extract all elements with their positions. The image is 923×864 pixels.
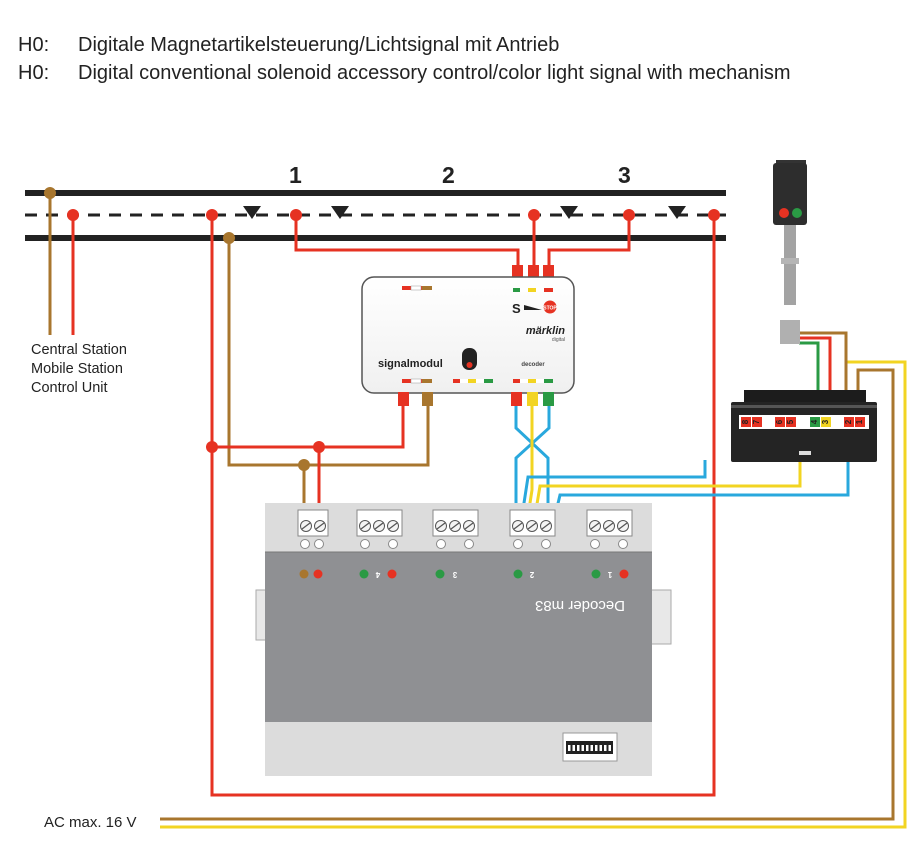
section-marker (668, 206, 686, 219)
socket-strip (513, 288, 553, 292)
controller-labels: Central Station Mobile Station Control U… (31, 341, 127, 398)
junction-dots (44, 187, 720, 471)
terminal-block (509, 509, 556, 549)
socket-strip (453, 379, 493, 383)
label-control-unit: Control Unit (31, 380, 108, 396)
controller-feed-wires (48, 193, 75, 335)
output-number-1: 1 (607, 570, 612, 579)
signal-base: 8 7 6 5 4 3 2 1 (731, 390, 877, 462)
module-s-label: S (512, 301, 521, 316)
section-number-3: 3 (618, 162, 631, 188)
svg-text:6: 6 (775, 419, 784, 424)
decoder-label: Decoder m83 (535, 597, 625, 614)
output-number-2: 2 (529, 570, 534, 579)
terminal-block (356, 509, 403, 549)
header-title-de: Digitale Magnetartikelsteuerung/Lichtsig… (78, 34, 560, 56)
status-leds (299, 569, 629, 579)
signal-lamp-red (779, 208, 789, 218)
svg-text:2: 2 (844, 419, 853, 424)
header-line-en: H0: Digital conventional solenoid accesso… (18, 62, 791, 85)
label-mobile-station: Mobile Station (31, 361, 123, 377)
module-decoder-label: decoder (521, 362, 545, 368)
svg-text:8: 8 (741, 419, 750, 424)
svg-text:3: 3 (821, 419, 830, 424)
signal-cable (799, 331, 848, 392)
section-number-2: 2 (442, 162, 455, 188)
svg-text:4: 4 (810, 419, 819, 424)
section-number-1: 1 (289, 162, 302, 188)
brand-sub: digital (552, 337, 565, 343)
section-marker (560, 206, 578, 219)
terminal-block (297, 509, 329, 549)
dip-switch (562, 732, 618, 762)
output-number-4: 4 (375, 570, 380, 579)
label-central-station: Central Station (31, 342, 127, 358)
section-wires (294, 215, 631, 267)
svg-text:1: 1 (855, 419, 864, 424)
terminal-block (432, 509, 479, 549)
output-number-3: 3 (452, 570, 457, 579)
track (25, 190, 726, 241)
header-scale-en: H0: (18, 62, 50, 84)
color-light-signal (773, 160, 807, 344)
stop-icon (543, 300, 557, 314)
power-supply-label: AC max. 16 V (44, 814, 137, 831)
header-line-de: H0: Digitale Magnetartikelsteuerung/Licht… (18, 34, 559, 57)
module-label: signalmodul (378, 358, 443, 370)
signal-lamp-green (792, 208, 802, 218)
module-button-icon (462, 348, 477, 370)
section-marker (243, 206, 261, 219)
terminal-block (586, 509, 633, 549)
svg-text:7: 7 (752, 419, 761, 424)
brand-logo: märklin (526, 325, 565, 337)
socket-strip (402, 378, 432, 384)
socket-strip (402, 285, 432, 291)
signal-module: S STOP märklin digital signalmodul decod… (361, 265, 575, 406)
decoder-m83: 4 3 2 1 Decoder m83 (255, 503, 672, 776)
socket-strip (513, 379, 553, 383)
svg-text:5: 5 (786, 419, 795, 424)
section-marker (331, 206, 349, 219)
header-scale-de: H0: (18, 34, 50, 56)
header-title-en: Digital conventional solenoid accessory … (78, 62, 791, 84)
svg-text:STOP: STOP (543, 306, 557, 312)
